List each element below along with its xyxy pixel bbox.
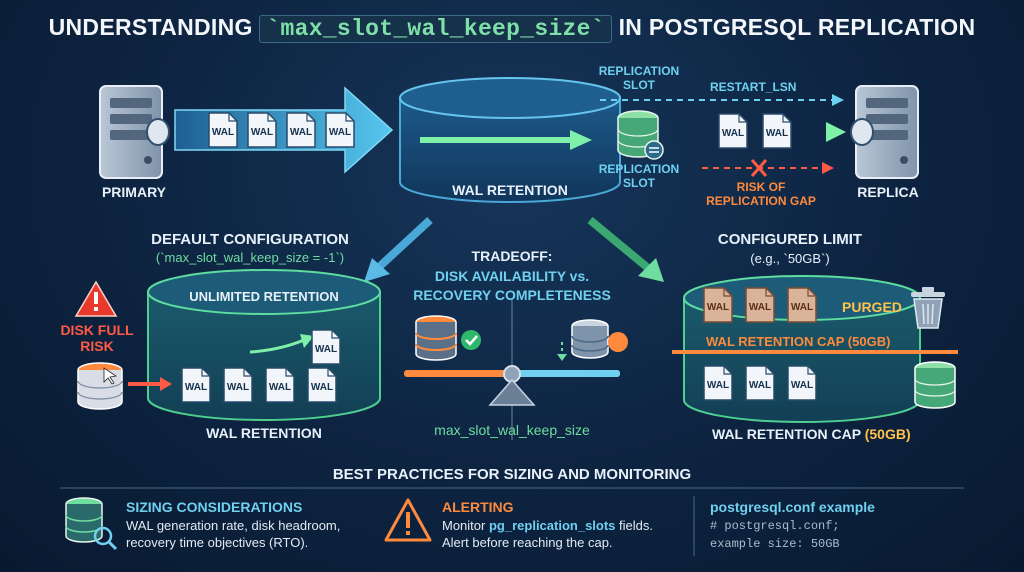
wal-retention-top-label: WAL RETENTION: [452, 182, 568, 198]
conf-line2: example size: 50GB: [710, 537, 840, 551]
wal-file-icon: WAL: [307, 367, 337, 403]
wal-retention-cylinder-top: [399, 77, 621, 203]
default-config-heading: DEFAULT CONFIGURATION: [151, 231, 349, 248]
wal-file-label: WAL: [212, 127, 234, 138]
wal-file-label: WAL: [707, 380, 729, 391]
title-code: `max_slot_wal_keep_size`: [259, 15, 612, 43]
replica-server-icon: [850, 85, 919, 179]
wal-file-label: WAL: [290, 127, 312, 138]
alert-line1: Monitor pg_replication_slots fields.: [442, 518, 653, 533]
replication-slot-bottom-label: REPLICATION SLOT: [598, 162, 680, 190]
db-ok-icon: [415, 315, 481, 361]
disk-full-risk-label: DISK FULL RISK: [60, 322, 134, 354]
conf-title: postgresql.conf example: [710, 499, 875, 515]
wal-file-label: WAL: [269, 382, 291, 393]
tradeoff-heading: TRADEOFF:: [471, 248, 553, 264]
wal-file-label: WAL: [311, 382, 333, 393]
wal-file-icon: WAL: [181, 367, 211, 403]
wal-file-icon: WAL: [703, 365, 733, 401]
configured-limit-heading: CONFIGURED LIMIT: [717, 231, 863, 248]
trash-icon: [911, 287, 945, 329]
wal-file-icon: WAL: [286, 112, 316, 148]
wal-file-label: WAL: [766, 128, 788, 139]
gap-x-icon: [750, 159, 768, 177]
default-config-setting: (`max_slot_wal_keep_size = -1`): [155, 250, 345, 265]
wal-file-label: WAL: [749, 380, 771, 391]
wal-file-label: WAL: [749, 302, 771, 313]
risk-label: RISK OF REPLICATION GAP: [706, 180, 816, 208]
wal-file-icon: WAL: [311, 329, 341, 365]
wal-file-label: WAL: [315, 344, 337, 355]
purged-wal-file-icon: WAL: [745, 287, 775, 323]
wal-file-icon: WAL: [325, 112, 355, 148]
wal-file-label: WAL: [707, 302, 729, 313]
primary-flow-arrow: [174, 86, 394, 174]
wal-file-label: WAL: [722, 128, 744, 139]
warning-icon: [74, 280, 118, 317]
sizing-title: SIZING CONSIDERATIONS: [126, 499, 303, 515]
best-practices-heading: BEST PRACTICES FOR SIZING AND MONITORING: [332, 466, 692, 483]
primary-server-icon: [99, 85, 170, 179]
sizing-line2: recovery time objectives (RTO).: [126, 535, 309, 550]
wal-file-label: WAL: [251, 127, 273, 138]
wal-file-label: WAL: [791, 380, 813, 391]
purged-wal-file-icon: WAL: [703, 287, 733, 323]
cap-line-label: WAL RETENTION CAP (50GB): [706, 334, 891, 349]
replica-label: REPLICA: [857, 184, 919, 200]
replication-slot-icon: [617, 110, 664, 160]
tradeoff-line1: DISK AVAILABILITY vs.: [434, 268, 590, 284]
restart-lsn-label: RESTART_LSN: [710, 80, 797, 94]
default-wal-retention-label: WAL RETENTION: [206, 425, 322, 441]
wal-file-icon: WAL: [745, 365, 775, 401]
tradeoff-line2: RECOVERY COMPLETENESS: [413, 287, 611, 303]
sizing-icon: [65, 497, 118, 551]
purged-wal-file-icon: WAL: [787, 287, 817, 323]
wal-file-label: WAL: [791, 302, 813, 313]
wal-files: WAL WAL WAL WAL WAL WAL WAL WAL WAL WAL WAL WAL WAL W…: [181, 112, 817, 403]
wal-file-label: WAL: [227, 382, 249, 393]
wal-file-icon: WAL: [762, 113, 792, 149]
wal-file-icon: WAL: [247, 112, 277, 148]
wal-file-label: WAL: [329, 127, 351, 138]
arrow-to-default: [375, 217, 433, 271]
wal-file-icon: WAL: [265, 367, 295, 403]
tradeoff-param: max_slot_wal_keep_size: [434, 422, 590, 438]
purged-label: PURGED: [842, 299, 902, 315]
cap-bottom-label: WAL RETENTION CAP (50GB): [712, 426, 911, 442]
wal-file-icon: WAL: [718, 113, 748, 149]
alert-icon: [384, 498, 432, 542]
replication-slot-top-label: REPLICATION SLOT: [598, 64, 680, 92]
disk-full-icon: [77, 362, 123, 410]
alert-line2: Alert before reaching the cap.: [442, 535, 613, 550]
wal-file-icon: WAL: [223, 367, 253, 403]
page-title: UNDERSTANDING `max_slot_wal_keep_size` I…: [48, 14, 976, 43]
conf-line1: # postgresql.conf;: [710, 519, 840, 533]
alert-title: ALERTING: [442, 499, 514, 515]
unlimited-retention-label: UNLIMITED RETENTION: [189, 289, 339, 304]
db-limit-icon: [914, 361, 956, 409]
sizing-line1: WAL generation rate, disk headroom,: [126, 518, 341, 533]
wal-file-label: WAL: [185, 382, 207, 393]
db-question-icon: [557, 319, 628, 361]
tradeoff-scale: [404, 300, 620, 440]
configured-limit-example: (e.g., `50GB`): [750, 251, 830, 266]
arrow-to-limit: [587, 216, 651, 272]
wal-file-icon: WAL: [787, 365, 817, 401]
primary-label: PRIMARY: [101, 184, 167, 200]
wal-file-icon: WAL: [208, 112, 238, 148]
